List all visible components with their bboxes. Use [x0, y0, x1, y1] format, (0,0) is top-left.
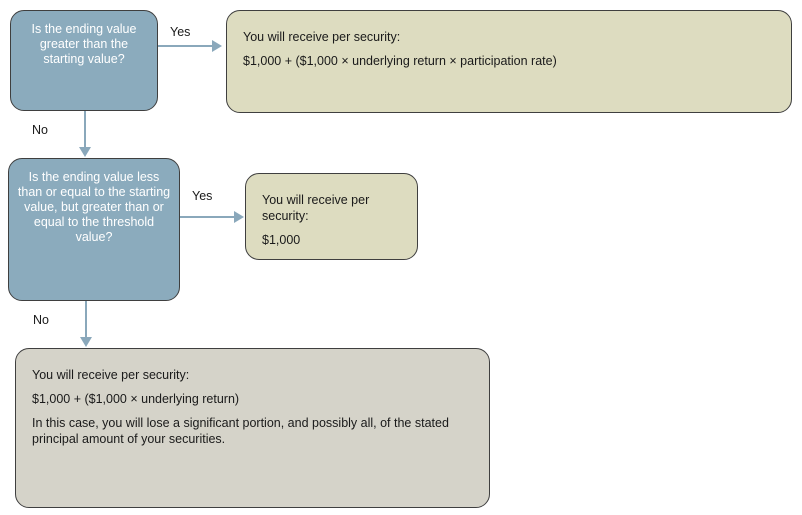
outcome-node-principal-return: You will receive per security: $1,000: [245, 173, 418, 260]
edge-label-no-2: No: [33, 313, 49, 327]
decision-node-ending-vs-starting: Is the ending value greater than the sta…: [10, 10, 158, 111]
outcome-node-participation-line-2: $1,000 + ($1,000 × underlying return × p…: [243, 54, 557, 68]
edge-yes-2-line: [180, 216, 236, 218]
decision-node-threshold-label: Is the ending value less than or equal t…: [17, 170, 171, 244]
outcome-node-loss: You will receive per security: $1,000 + …: [15, 348, 490, 508]
edge-no-2-line: [85, 301, 87, 339]
outcome-node-loss-line-3: In this case, you will lose a significan…: [32, 416, 449, 446]
edge-label-no-1: No: [32, 123, 48, 137]
outcome-node-participation: You will receive per security: $1,000 + …: [226, 10, 792, 113]
outcome-node-loss-line-1: You will receive per security:: [32, 368, 190, 382]
edge-yes-1-line: [158, 45, 214, 47]
edge-yes-2-arrowhead: [234, 211, 244, 223]
decision-node-threshold: Is the ending value less than or equal t…: [8, 158, 180, 301]
edge-label-yes-1: Yes: [170, 25, 191, 39]
edge-label-yes-2: Yes: [192, 189, 213, 203]
edge-yes-1-arrowhead: [212, 40, 222, 52]
outcome-node-participation-line-1: You will receive per security:: [243, 30, 401, 44]
outcome-node-principal-return-text: You will receive per security: $1,000: [246, 174, 417, 248]
outcome-node-principal-return-line-2: $1,000: [262, 233, 301, 247]
decision-node-ending-vs-starting-label: Is the ending value greater than the sta…: [31, 22, 137, 66]
outcome-node-loss-text: You will receive per security: $1,000 + …: [16, 349, 489, 447]
edge-no-2-arrowhead: [80, 337, 92, 347]
outcome-node-loss-line-2: $1,000 + ($1,000 × underlying return): [32, 392, 240, 406]
edge-no-1-arrowhead: [79, 147, 91, 157]
edge-no-1-line: [84, 111, 86, 149]
outcome-node-principal-return-line-1: You will receive per security:: [262, 193, 370, 223]
outcome-node-participation-text: You will receive per security: $1,000 + …: [227, 11, 791, 69]
